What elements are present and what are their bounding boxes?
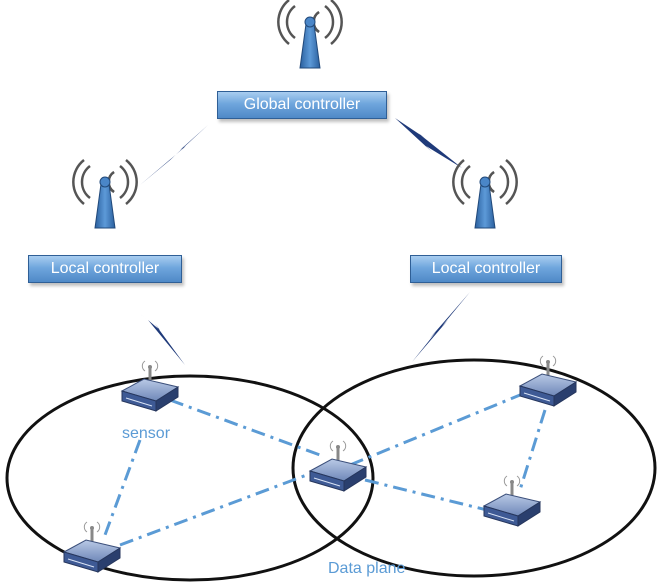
data-plane-circle-right bbox=[291, 358, 657, 578]
antenna-tower-icon bbox=[277, 0, 343, 70]
link-line bbox=[364, 478, 496, 514]
sensor-router-icon bbox=[62, 520, 122, 574]
sensor-router-icon bbox=[308, 439, 368, 493]
local-controller-right-box: Local controller bbox=[410, 255, 562, 283]
wireless-link-icon bbox=[120, 298, 185, 365]
link-line bbox=[119, 468, 321, 547]
antenna-tower-icon bbox=[452, 158, 518, 230]
link-line bbox=[518, 409, 547, 491]
antenna-tower-icon bbox=[72, 158, 138, 230]
sensor-router-icon bbox=[482, 474, 542, 528]
data-plane-label: Data plane bbox=[328, 560, 406, 577]
sensor-router-icon bbox=[120, 359, 180, 413]
wireless-link-icon bbox=[395, 118, 462, 168]
sensor-label: sensor bbox=[122, 425, 171, 442]
wireless-link-icon bbox=[140, 125, 208, 185]
link-line bbox=[103, 439, 142, 536]
link-line bbox=[169, 398, 321, 457]
wireless-link-icon bbox=[412, 292, 470, 362]
local-controller-left-box: Local controller bbox=[28, 255, 182, 283]
data-plane-circle-left bbox=[5, 374, 375, 582]
global-controller-box: Global controller bbox=[217, 91, 387, 119]
link-line bbox=[349, 393, 521, 467]
